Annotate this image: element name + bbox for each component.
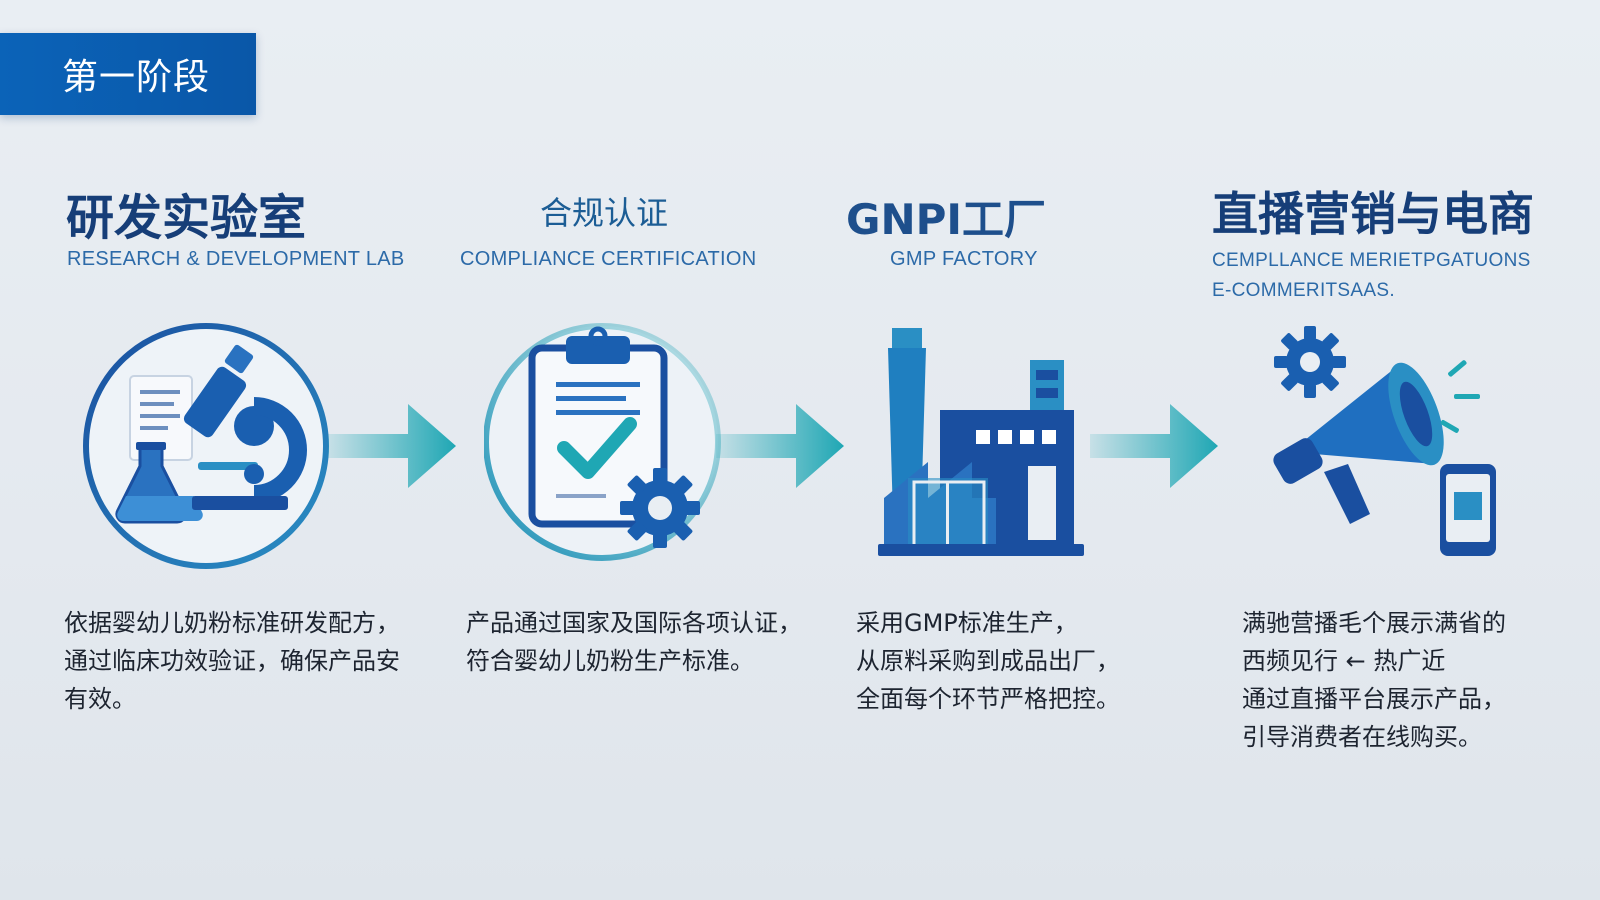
stage-label: 第一阶段 bbox=[62, 57, 211, 98]
step-3-desc-line-1: 采用GMP标准生产， bbox=[856, 609, 1078, 637]
step-1-subtitle: RESEARCH & DEVELOPMENT LAB bbox=[67, 248, 405, 270]
step-4-subtitle-line-1: CEMPLLANCE MERIETPGATUONS bbox=[1212, 250, 1531, 271]
step-3-desc-line-3: 全面每个环节严格把控。 bbox=[856, 685, 1120, 713]
factory-icon bbox=[878, 318, 1108, 572]
step-4-desc-line-1: 满驰营播毛个展示满省的 bbox=[1242, 609, 1506, 637]
flow-arrow-3-icon bbox=[1090, 400, 1222, 496]
microscope-flask-icon bbox=[78, 318, 338, 582]
step-3-title: GNPI工厂 bbox=[846, 195, 1047, 244]
step-3-description: 采用GMP标准生产， 从原料采购到成品出厂， 全面每个环节严格把控。 bbox=[856, 604, 1120, 718]
step-3-subtitle: GMP FACTORY bbox=[890, 248, 1038, 270]
step-2-desc-line-1: 产品通过国家及国际各项认证， bbox=[466, 609, 802, 637]
step-4-description: 满驰营播毛个展示满省的 西频见行 ← 热广近 通过直播平台展示产品， 引导消费者… bbox=[1242, 604, 1506, 756]
step-2-title: 合规认证 bbox=[540, 194, 669, 232]
step-2-desc-line-2: 符合婴幼儿奶粉生产标准。 bbox=[466, 647, 754, 675]
step-4-desc-line-2: 西频见行 ← 热广近 bbox=[1242, 647, 1446, 675]
clipboard-check-gear-icon bbox=[483, 318, 734, 572]
flow-arrow-1-icon bbox=[328, 400, 460, 496]
step-1-title: 研发实验室 bbox=[66, 190, 307, 246]
step-2-description: 产品通过国家及国际各项认证， 符合婴幼儿奶粉生产标准。 bbox=[466, 604, 802, 680]
step-1-description: 依据婴幼儿奶粉标准研发配方， 通过临床功效验证，确保产品安 有效。 bbox=[64, 604, 400, 718]
step-3-desc-line-2: 从原料采购到成品出厂， bbox=[856, 647, 1120, 675]
step-4-desc-line-4: 引导消费者在线购买。 bbox=[1242, 723, 1482, 751]
step-2-subtitle: COMPLIANCE CERTIFICATION bbox=[460, 248, 757, 270]
step-1-desc-line-2: 通过临床功效验证，确保产品安 bbox=[64, 647, 400, 675]
step-1-desc-line-1: 依据婴幼儿奶粉标准研发配方， bbox=[64, 609, 400, 637]
step-4-subtitle-line-2: E-COMMERITSAAS. bbox=[1212, 280, 1395, 301]
step-1-desc-line-3: 有效。 bbox=[64, 685, 136, 713]
step-4-subtitle: CEMPLLANCE MERIETPGATUONS E-COMMERITSAAS… bbox=[1212, 246, 1531, 306]
step-4-desc-line-3: 通过直播平台展示产品， bbox=[1242, 685, 1506, 713]
step-4-title: 直播营销与电商 bbox=[1212, 187, 1534, 241]
flow-arrow-2-icon bbox=[716, 400, 848, 496]
stage-badge: 第一阶段 bbox=[0, 33, 256, 115]
megaphone-phone-gear-icon bbox=[1270, 322, 1530, 576]
